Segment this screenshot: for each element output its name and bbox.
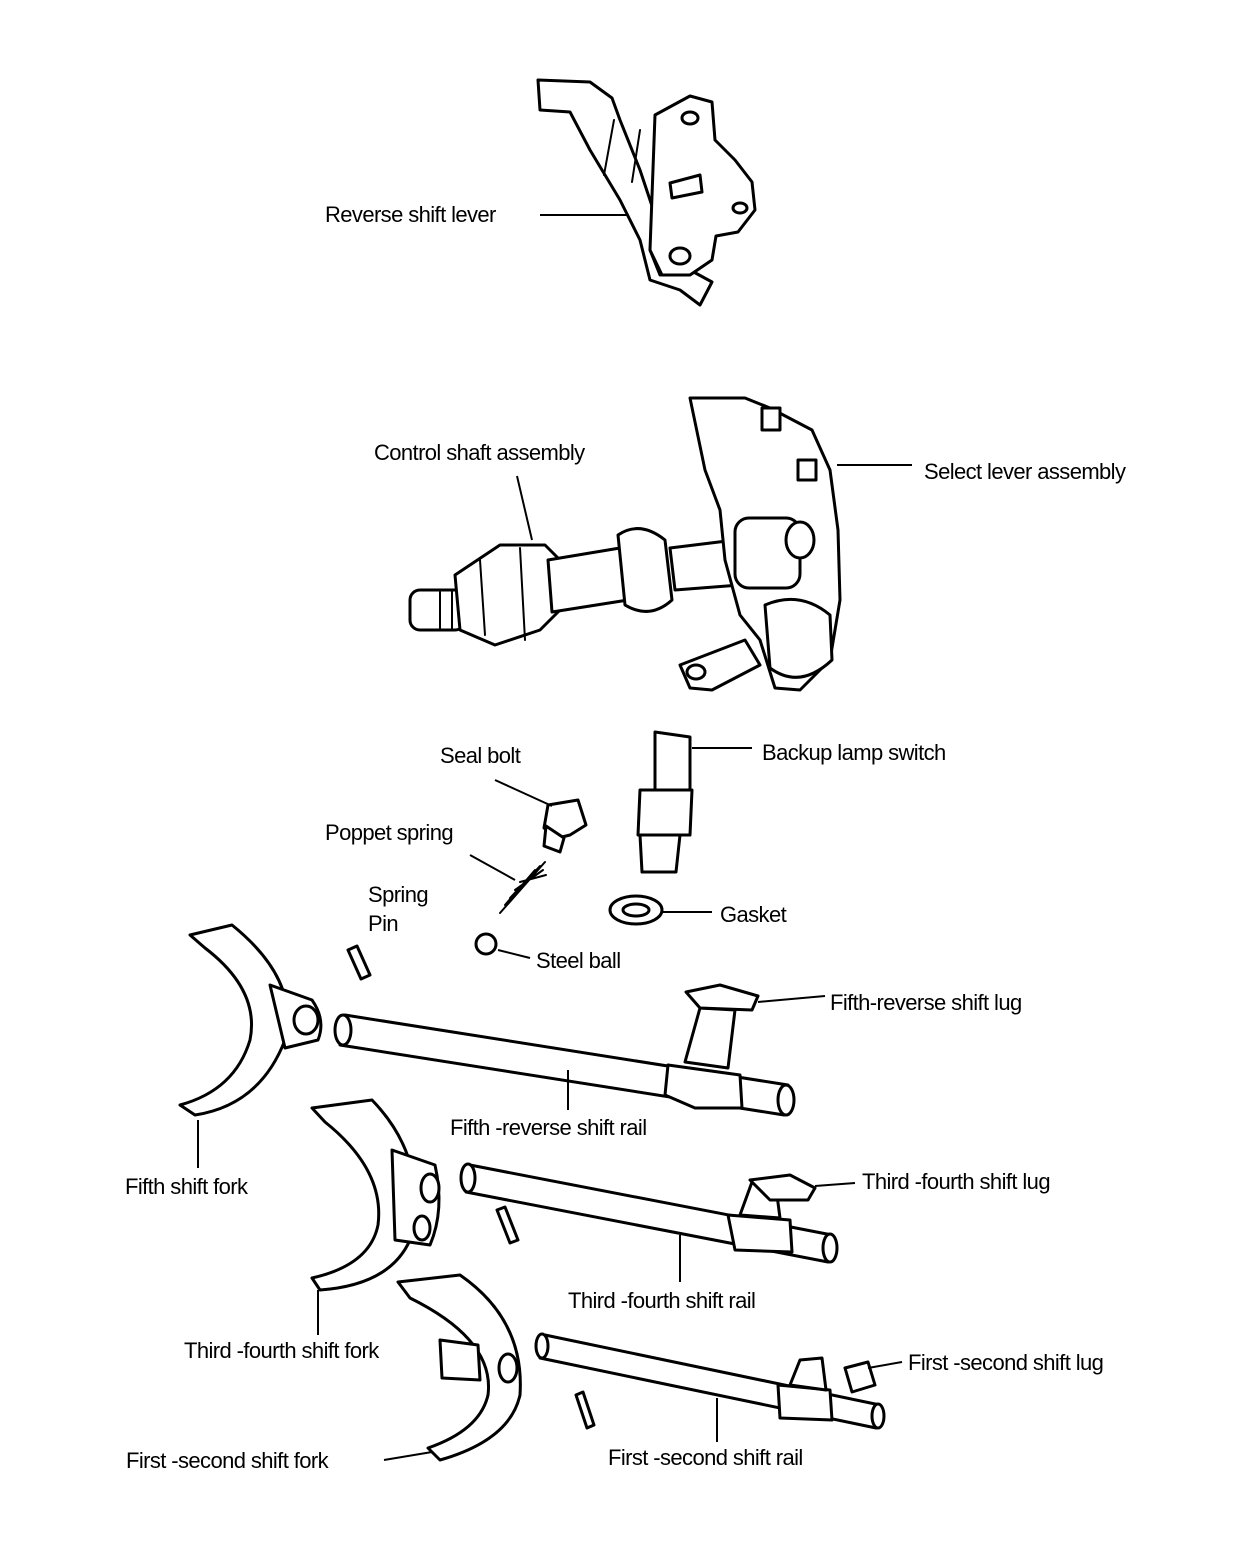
label-seal-bolt: Seal bolt — [440, 743, 521, 768]
control-shaft-assembly — [408, 527, 742, 647]
backup-lamp-switch — [636, 730, 752, 874]
label-control-shaft-assembly: Control shaft assembly — [374, 440, 585, 465]
third-fourth-shift-fork — [310, 1098, 441, 1335]
first-second-shift-lug — [843, 1360, 903, 1394]
label-first-second-shift-lug: First -second shift lug — [908, 1350, 1103, 1375]
label-fifth-reverse-shift-lug: Fifth-reverse shift lug — [830, 990, 1022, 1015]
spring-pin — [346, 944, 372, 981]
first-second-shift-rail — [534, 1332, 886, 1442]
label-first-second-shift-fork: First -second shift fork — [126, 1448, 330, 1473]
label-backup-lamp-switch: Backup lamp switch — [762, 740, 946, 765]
third-fourth-shift-rail — [459, 1162, 839, 1282]
label-spring-pin-line2: Pin — [368, 911, 398, 936]
seal-bolt — [494, 779, 588, 854]
label-third-fourth-shift-lug: Third -fourth shift lug — [862, 1169, 1050, 1194]
label-spring-pin-line1: Spring — [368, 882, 428, 907]
label-third-fourth-shift-rail: Third -fourth shift rail — [568, 1288, 755, 1313]
label-poppet-spring: Poppet spring — [325, 820, 453, 845]
fifth-reverse-shift-lug — [684, 983, 826, 1012]
third-fourth-shift-lug — [748, 1173, 856, 1202]
reverse-shift-lever — [536, 78, 757, 307]
first-second-shift-fork — [383, 1273, 522, 1462]
label-gasket: Gasket — [720, 902, 787, 927]
fifth-shift-fork — [178, 923, 323, 1168]
fifth-reverse-shift-rail — [333, 1006, 796, 1117]
label-fifth-reverse-shift-rail: Fifth -reverse shift rail — [450, 1115, 647, 1140]
label-third-fourth-shift-fork: Third -fourth shift fork — [184, 1338, 380, 1363]
label-reverse-shift-lever: Reverse shift lever — [325, 202, 496, 227]
gasket — [608, 894, 712, 926]
label-select-lever-assembly: Select lever assembly — [924, 459, 1126, 484]
poppet-spring — [469, 854, 547, 914]
label-first-second-shift-rail: First -second shift rail — [608, 1445, 803, 1470]
select-lever-assembly — [678, 396, 912, 692]
steel-ball — [474, 932, 531, 959]
label-fifth-shift-fork: Fifth shift fork — [125, 1174, 249, 1199]
label-steel-ball: Steel ball — [536, 948, 621, 973]
